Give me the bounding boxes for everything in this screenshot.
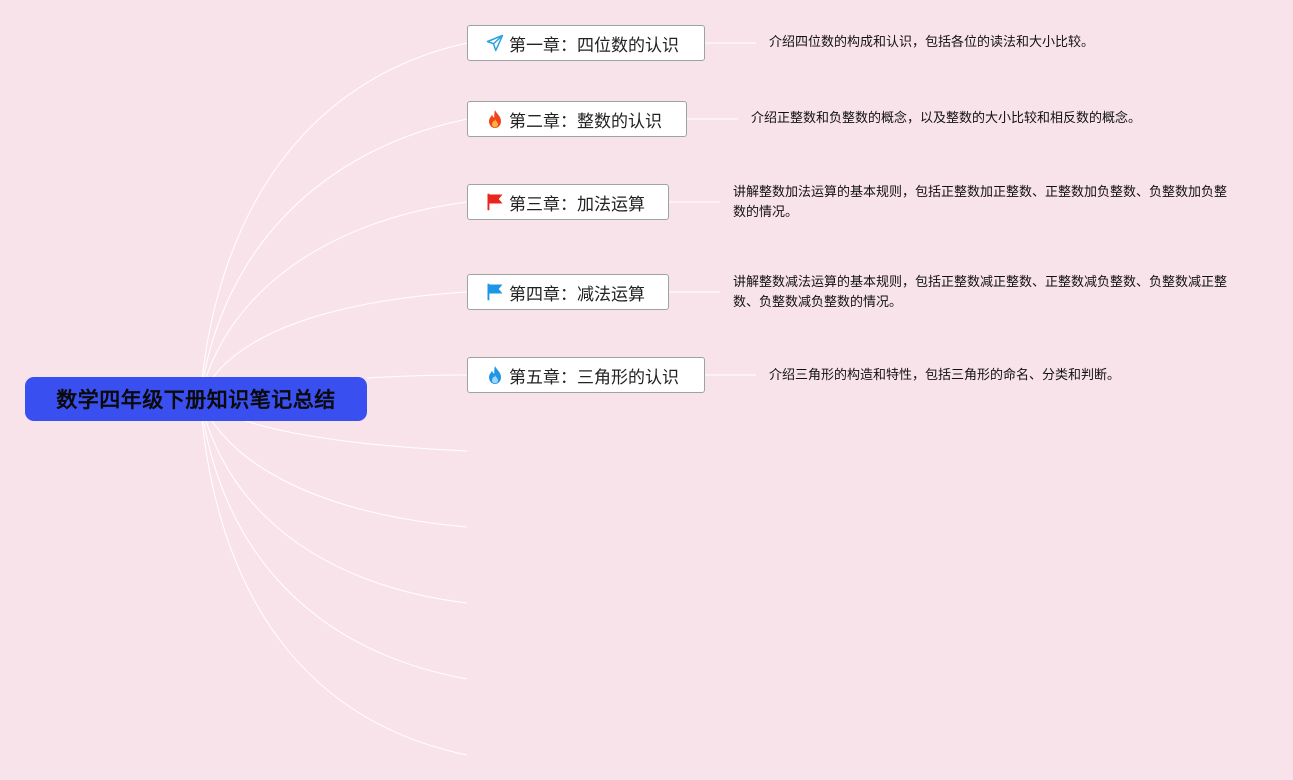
- chapter-description-1: 介绍四位数的构成和认识，包括各位的读法和大小比较。: [769, 35, 1095, 50]
- chapter-topic-3[interactable]: 第三章：加法运算: [467, 184, 669, 220]
- branch-line-2: [199, 118, 468, 400]
- branch-line-empty-2: [199, 398, 468, 528]
- paper-plane-icon: [485, 33, 505, 53]
- blue-flame-icon: [485, 365, 505, 385]
- branch-line-empty-5: [199, 398, 468, 756]
- branch-line-empty-4: [199, 398, 468, 680]
- chapter-description-4: 讲解整数减法运算的基本规则，包括正整数减正整数、正整数减负整数、负整数减正整数、…: [733, 275, 1228, 310]
- fire-icon: [485, 109, 505, 129]
- branch-line-4: [199, 291, 468, 400]
- chapter-label: 第五章：三角形的认识: [509, 367, 679, 388]
- branch-line-3: [199, 201, 468, 400]
- chapter-description-5: 介绍三角形的构造和特性，包括三角形的命名、分类和判断。: [769, 368, 1121, 383]
- branch-line-empty-3: [199, 398, 468, 604]
- root-topic-label: 数学四年级下册知识笔记总结: [56, 388, 336, 412]
- branch-line-1: [199, 42, 468, 400]
- chapter-label: 第三章：加法运算: [509, 194, 645, 215]
- branch-line-5: [366, 374, 468, 379]
- chapter-topic-5[interactable]: 第五章：三角形的认识: [467, 357, 705, 393]
- chapter-label: 第一章：四位数的认识: [509, 35, 679, 56]
- blue-flag-icon: [485, 282, 505, 302]
- chapter-label: 第四章：减法运算: [509, 284, 645, 305]
- chapter-description-3: 讲解整数加法运算的基本规则，包括正整数加正整数、正整数加负整数、负整数加负整数的…: [733, 185, 1228, 220]
- chapter-topic-1[interactable]: 第一章：四位数的认识: [467, 25, 705, 61]
- red-flag-icon: [485, 192, 505, 212]
- chapter-topic-2[interactable]: 第二章：整数的认识: [467, 101, 687, 137]
- chapter-label: 第二章：整数的认识: [509, 111, 662, 132]
- root-topic[interactable]: 数学四年级下册知识笔记总结: [25, 377, 367, 421]
- chapter-description-2: 介绍正整数和负整数的概念，以及整数的大小比较和相反数的概念。: [751, 111, 1142, 126]
- chapter-topic-4[interactable]: 第四章：减法运算: [467, 274, 669, 310]
